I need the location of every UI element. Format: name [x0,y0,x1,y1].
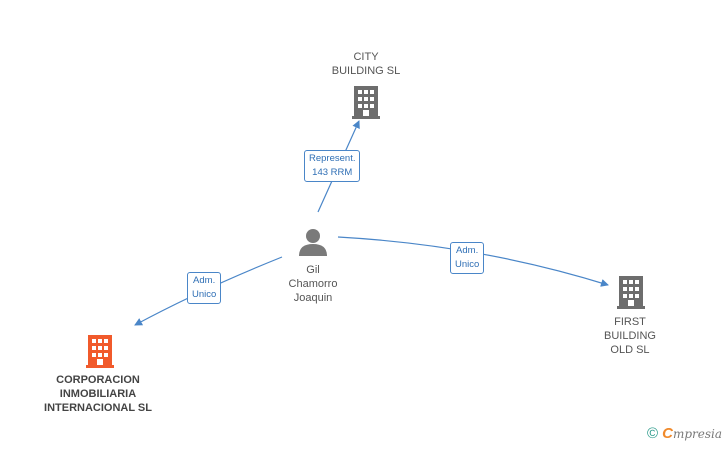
copyright-icon: © [647,425,659,442]
empresia-logo: © Cmpresia [647,425,722,442]
building-icon[interactable] [617,276,645,309]
edge-label-represent: Represent. 143 RRM [304,150,361,182]
node-label-person[interactable]: Gil Chamorro Joaquin [288,264,338,304]
building-icon[interactable] [352,86,380,119]
building-icon[interactable] [86,335,114,368]
node-label-first-building[interactable]: FIRST BUILDING OLD SL [604,316,656,356]
node-label-city-building[interactable]: CITY BUILDING SL [331,51,401,77]
edge-label-adm-unico-corporacion: Adm. Unico [187,272,222,304]
node-label-corporacion[interactable]: CORPORACION INMOBILIARIA INTERNACIONAL S… [44,374,152,414]
person-icon[interactable] [299,229,327,256]
edge-label-adm-unico-first: Adm. Unico [450,242,485,274]
logo-text: Cmpresia [662,425,722,442]
